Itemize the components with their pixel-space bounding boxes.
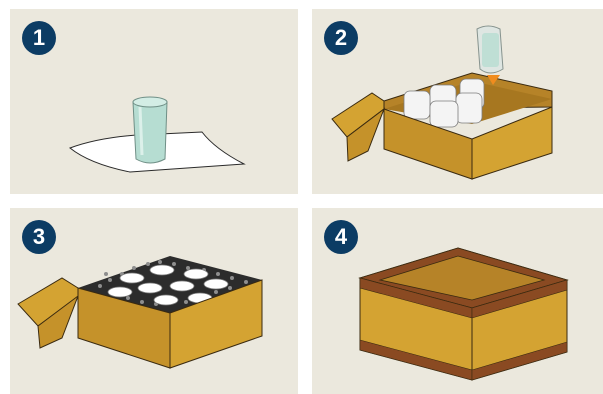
step-2-panel: 2 bbox=[312, 9, 603, 194]
glass-being-inserted bbox=[477, 26, 503, 73]
drinking-glass bbox=[133, 100, 167, 164]
box-with-packing-peanuts-illustration bbox=[10, 208, 298, 394]
step-4-panel: 4 bbox=[312, 208, 603, 394]
glasses-in-box-illustration bbox=[312, 9, 603, 194]
step-3-panel: 3 bbox=[10, 208, 298, 394]
sealed-box-illustration bbox=[312, 208, 603, 394]
glass-on-paper-illustration bbox=[10, 9, 298, 194]
step-1-panel: 1 bbox=[10, 9, 298, 194]
